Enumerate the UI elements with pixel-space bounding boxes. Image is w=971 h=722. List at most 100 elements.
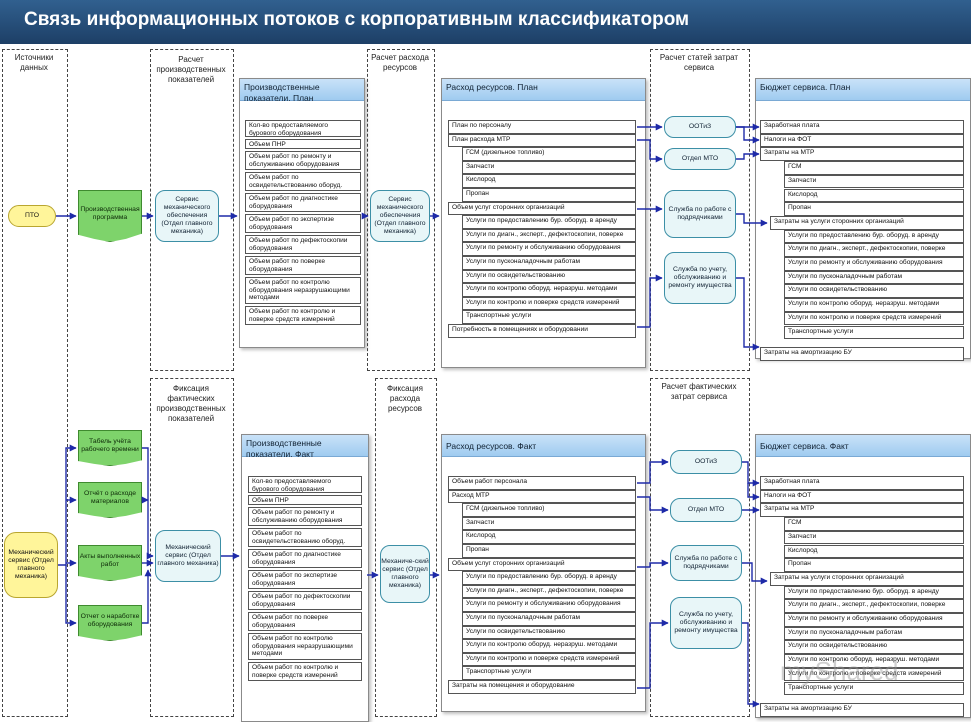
- plan-oval-ootiz: ООТиЗ: [664, 116, 736, 138]
- fact-budget-item: Запчасти: [784, 530, 964, 545]
- plan-indicator-item: Объем работ по освидетельствованию обору…: [245, 172, 361, 191]
- fact-budget-item: ГСМ: [784, 517, 964, 531]
- fact-budget-item: Услуги по контролю и поверке средств изм…: [784, 667, 964, 682]
- plan-expense-item: Услуги по ремонту и обслуживанию оборудо…: [462, 242, 636, 256]
- plan-expense-item: Объем услуг сторонних организаций: [448, 201, 636, 216]
- plan-budget-item: Услуги по пусконаладочным работам: [784, 270, 964, 285]
- fact-budget-item: Услуги по ремонту и обслуживанию оборудо…: [784, 613, 964, 627]
- fact-indicator-item: Объем работ по диагностике оборудования: [248, 549, 362, 568]
- fact-oval-ootiz: ООТиЗ: [670, 450, 742, 474]
- fact-expense-title: Расход ресурсов. Факт: [442, 435, 645, 457]
- fact-expense-item: Услуги по предоставлению бур. оборуд. в …: [462, 571, 636, 585]
- fact-expense-item: Объем работ персонала: [448, 476, 636, 490]
- fact-budget-item: Услуги по контролю оборуд. неразруш. мет…: [784, 654, 964, 668]
- plan-expense-title: Расход ресурсов. План: [442, 79, 645, 101]
- production-program-doc: Производственная программа: [78, 190, 142, 242]
- fact-indicator-item: Объем работ по дефектоскопии оборудовани…: [248, 591, 362, 610]
- plan-oval-mto: Отдел МТО: [664, 148, 736, 170]
- plan-budget-item: Налоги на ФОТ: [760, 133, 964, 148]
- fact-indicator-item: Объем работ по освидетельствованию обору…: [248, 528, 362, 547]
- plan-indicator-item: Объем работ по ремонту и обслуживанию об…: [245, 151, 361, 170]
- fact-budget-item: Налоги на ФОТ: [760, 489, 964, 504]
- fact-expense-item: Расход МТР: [448, 489, 636, 504]
- plan-budget-item: Затраты на МТР: [760, 147, 964, 162]
- fact-oval-mto: Отдел МТО: [670, 498, 742, 522]
- doc-work-acts: Акты выполненных работ: [78, 545, 142, 581]
- plan-budget-item: Услуги по контролю и поверке средств изм…: [784, 311, 964, 326]
- fact-indicator-item: Объем ПНР: [248, 495, 362, 505]
- plan-indicator-item: Объем работ по экспертизе оборудования: [245, 214, 361, 233]
- plan-expense-item: Пропан: [462, 188, 636, 202]
- fact-expense-item: Услуги по контролю и поверке средств изм…: [462, 652, 636, 667]
- plan-expense-item: Кислород: [462, 174, 636, 188]
- fact-expense-item: Транспортные услуги: [462, 666, 636, 680]
- fact-expense-item: Затраты на помещения и оборудование: [448, 680, 636, 694]
- plan-expense-item: ГСМ (дизельное топливо): [462, 147, 636, 161]
- lane-calc-fact-costs-label: Расчет фактических затрат сервиса: [661, 382, 737, 401]
- fact-expense-item: Услуги по освидетельствованию: [462, 625, 636, 640]
- fact-expense-item: ГСМ (дизельное топливо): [462, 503, 636, 517]
- fact-budget-item: Услуги по пусконаладочным работам: [784, 626, 964, 641]
- fact-indicator-item: Объем работ по контролю оборудования нер…: [248, 633, 362, 660]
- fact-expense-item: Пропан: [462, 544, 636, 558]
- plan-indicator-item: Объем работ по контролю оборудования нер…: [245, 277, 361, 304]
- plan-budget-item: Запчасти: [784, 174, 964, 189]
- pto-node: ПТО: [8, 205, 56, 227]
- plan-expense-item: Услуги по пусконаладочным работам: [462, 256, 636, 270]
- fact-budget-item: Кислород: [784, 544, 964, 559]
- fact-expense-item: Кислород: [462, 530, 636, 544]
- plan-expense-item: Услуги по контролю оборуд. неразруш. мет…: [462, 283, 636, 297]
- lane-fix-indicators-label: Фиксация фактических производственных по…: [156, 384, 226, 423]
- plan-budget-item: Кислород: [784, 188, 964, 203]
- plan-service-left: Сервис механического обеспечения (Отдел …: [155, 190, 219, 242]
- plan-budget-item: Затраты на услуги сторонних организаций: [770, 215, 964, 230]
- plan-budget-title: Бюджет сервиса. План: [756, 79, 970, 101]
- plan-expense-item: Запчасти: [462, 160, 636, 175]
- plan-budget-item: Затраты на амортизацию БУ: [760, 347, 964, 361]
- plan-expense-item: Транспортные услуги: [462, 310, 636, 324]
- mech-service-node: Механический сервис (Отдел главного меха…: [4, 532, 58, 598]
- lane-fix-expense-label: Фиксация расхода ресурсов: [387, 384, 423, 413]
- plan-oval-contractors: Служба по работе с подрядчиками: [664, 190, 736, 238]
- fact-expense-item: Запчасти: [462, 516, 636, 531]
- fact-expense-item: Объем услуг сторонних организаций: [448, 557, 636, 572]
- fact-service-left: Механический сервис (Отдел главного меха…: [155, 530, 221, 582]
- title-bar: Связь информационных потоков с корпорати…: [0, 0, 971, 44]
- plan-indicator-item: Объем работ по контролю и поверке средст…: [245, 306, 361, 325]
- fact-budget-item: Пропан: [784, 558, 964, 572]
- lane-calc-costs-label: Расчет статей затрат сервиса: [659, 53, 739, 72]
- plan-expense-item: Услуги по освидетельствованию: [462, 269, 636, 284]
- fact-indicator-item: Объем работ по контролю и поверке средст…: [248, 662, 362, 681]
- fact-budget-item: Заработная плата: [760, 476, 964, 490]
- plan-budget-item: Услуги по ремонту и обслуживанию оборудо…: [784, 257, 964, 271]
- fact-indicator-item: Кол-во предоставляемого бурового оборудо…: [248, 476, 362, 493]
- plan-budget-item: ГСМ: [784, 161, 964, 175]
- doc-timesheet: Табель учёта рабочего времени: [78, 430, 142, 466]
- fact-indicator-item: Объем работ по экспертизе оборудования: [248, 570, 362, 589]
- fact-budget-item: Затраты на услуги сторонних организаций: [770, 571, 964, 586]
- fact-service-mid: Механиче-ский сервис (Отдел главного мех…: [380, 545, 430, 603]
- plan-expense-item: План по персоналу: [448, 120, 636, 134]
- plan-expense-item: Потребность в помещениях и оборудовании: [448, 324, 636, 338]
- lane-sources: [2, 49, 68, 717]
- plan-service-mid: Сервис механического обеспечения (Отдел …: [370, 190, 430, 242]
- plan-expense-item: Услуги по предоставлению бур. оборуд. в …: [462, 215, 636, 229]
- fact-budget-item: Транспортные услуги: [784, 681, 964, 696]
- lane-sources-label: Источники данных: [14, 53, 54, 72]
- fact-budget-item: Услуги по освидетельствованию: [784, 640, 964, 655]
- doc-operating-report: Отчет о наработке оборудования: [78, 605, 142, 641]
- fact-oval-property: Служба по учету, обслуживанию и ремонту …: [670, 597, 742, 649]
- fact-expense-item: Услуги по ремонту и обслуживанию оборудо…: [462, 598, 636, 612]
- watermark: myShared: [780, 656, 899, 686]
- plan-expense-item: План расхода МТР: [448, 133, 636, 148]
- fact-indicator-item: Объем работ по ремонту и обслуживанию об…: [248, 507, 362, 526]
- plan-budget-item: Услуги по освидетельствованию: [784, 284, 964, 299]
- plan-budget-item: Услуги по диагн., эксперт., дефектоскопи…: [784, 243, 964, 257]
- fact-budget-item: Затраты на амортизацию БУ: [760, 703, 964, 717]
- plan-expense-item: Услуги по диагн., эксперт., дефектоскопи…: [462, 228, 636, 243]
- fact-oval-contractors: Служба по работе с подрядчиками: [670, 545, 742, 581]
- lane-calc-indicators-label: Расчет производственных показателей: [156, 55, 226, 84]
- doc-materials-report: Отчёт о расходе материалов: [78, 482, 142, 518]
- page-title: Связь информационных потоков с корпорати…: [24, 9, 690, 30]
